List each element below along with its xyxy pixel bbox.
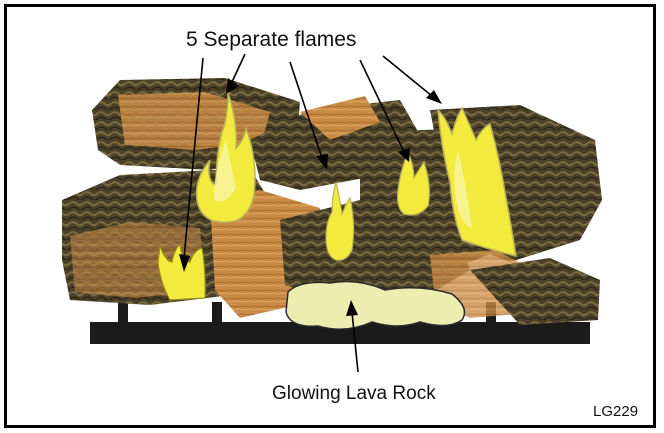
flame-3 (326, 182, 354, 260)
flames-label: 5 Separate flames (186, 28, 356, 52)
lava-rock-label: Glowing Lava Rock (272, 383, 436, 405)
figure-id: LG229 (593, 403, 638, 420)
